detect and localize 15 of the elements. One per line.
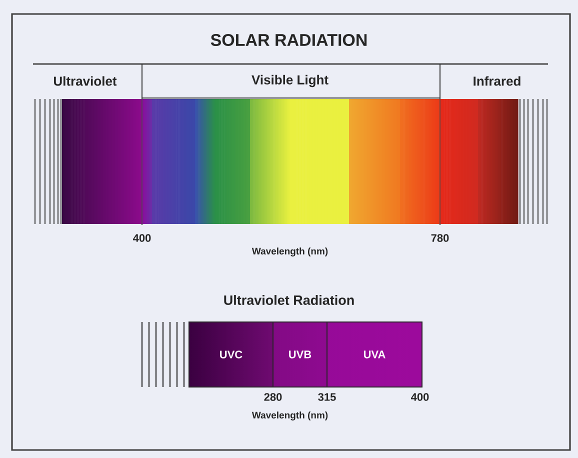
- axis-label: Wavelength (nm): [252, 412, 328, 420]
- tick-label: 280: [264, 393, 282, 401]
- band-box: UVB: [272, 322, 328, 388]
- band-box: UVA: [326, 322, 422, 388]
- tick-label: 400: [133, 234, 151, 242]
- axis-label: Wavelength (nm): [252, 248, 328, 256]
- tick-label: 315: [318, 393, 336, 401]
- band-header: Infrared: [474, 76, 520, 86]
- band-header: Ultraviolet: [54, 76, 117, 86]
- title: SOLAR RADIATION: [210, 34, 367, 46]
- subtitle: Ultraviolet Radiation: [224, 295, 354, 305]
- band-header: Visible Light: [252, 74, 328, 88]
- tick-label: 400: [411, 393, 429, 401]
- band-box: UVC: [188, 322, 274, 388]
- tick-label: 780: [431, 234, 449, 242]
